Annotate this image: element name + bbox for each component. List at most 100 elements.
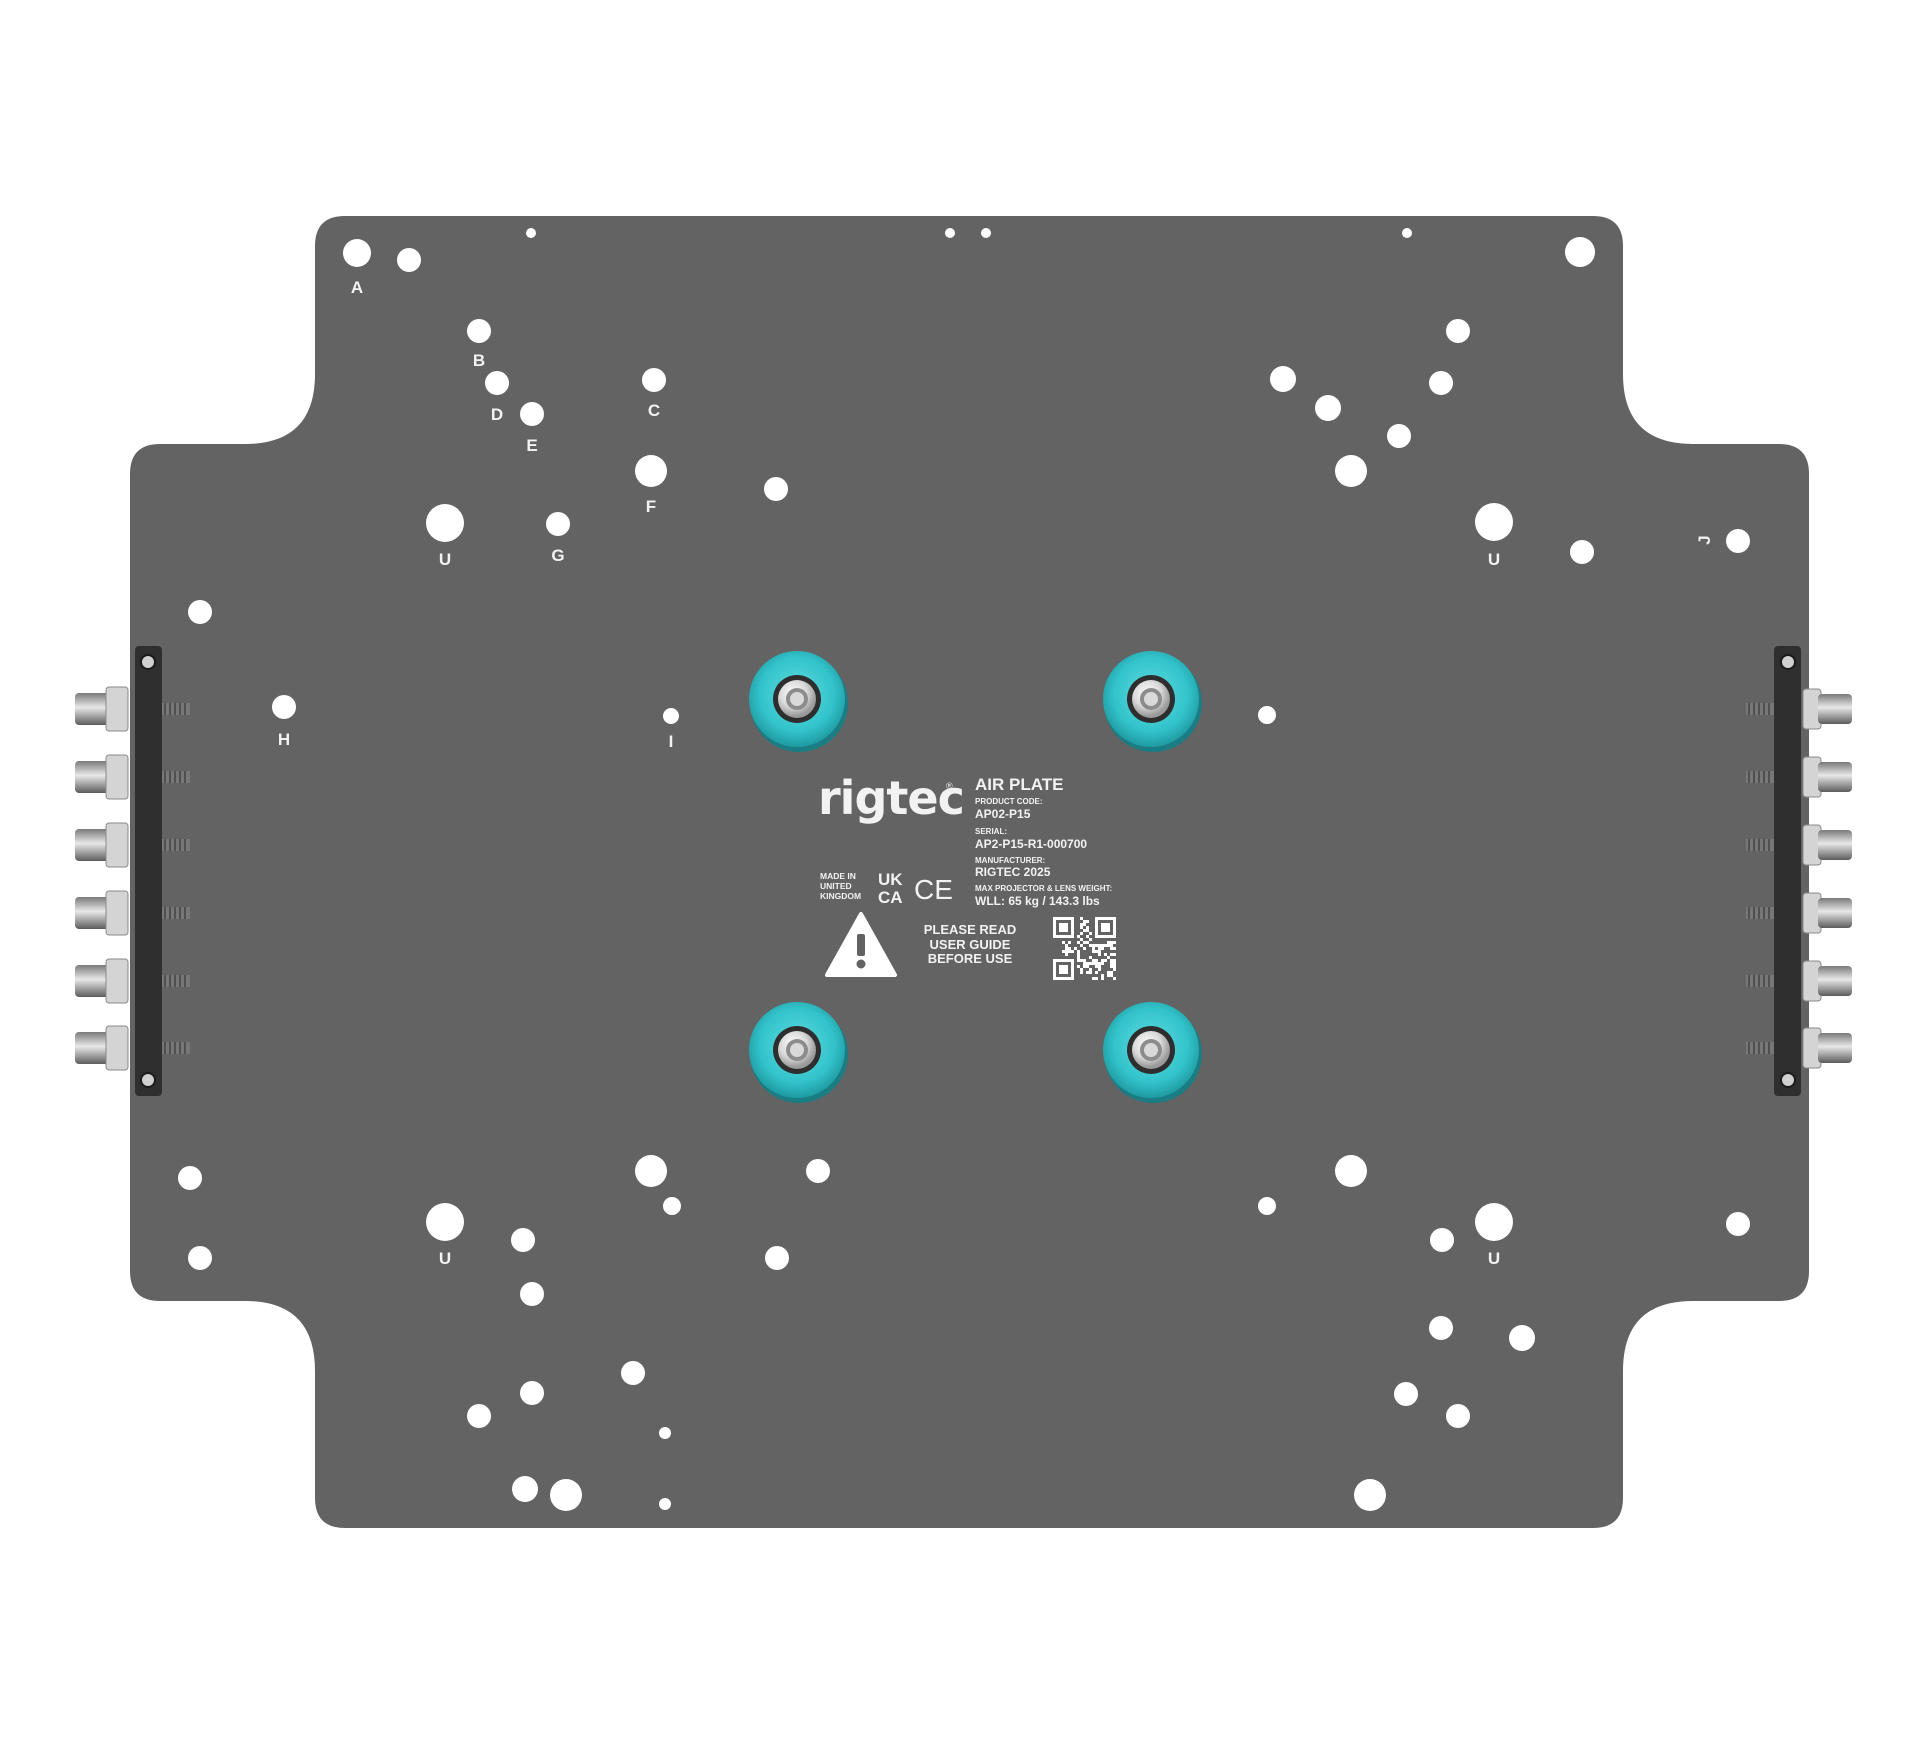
connector-stud bbox=[1746, 960, 1852, 1002]
mounting-hole bbox=[272, 695, 296, 719]
mounting-hole bbox=[526, 228, 536, 238]
connector-stud bbox=[1746, 824, 1852, 866]
mounting-hole bbox=[635, 455, 667, 487]
product-code-label: PRODUCT CODE: bbox=[975, 797, 1043, 806]
connector-stud bbox=[1746, 688, 1852, 730]
mounting-hole bbox=[1429, 1316, 1453, 1340]
mounting-hole bbox=[1475, 503, 1513, 541]
mounting-hole bbox=[663, 708, 679, 724]
connector-stud bbox=[75, 890, 190, 936]
mounting-hole bbox=[343, 239, 371, 267]
mounting-hole bbox=[467, 319, 491, 343]
mounting-hole bbox=[1565, 237, 1595, 267]
manufacturer-label: MANUFACTURER: bbox=[975, 856, 1045, 865]
right-connector-rail bbox=[1774, 646, 1801, 1096]
mounting-hole bbox=[1335, 1155, 1367, 1187]
connector-stud bbox=[1746, 892, 1852, 934]
connector-studs bbox=[75, 686, 1852, 1071]
mounting-hole bbox=[520, 402, 544, 426]
hole-label: J bbox=[1695, 535, 1714, 544]
connector-stud bbox=[75, 958, 190, 1004]
warning-line-3: BEFORE USE bbox=[928, 951, 1013, 966]
qr-code-icon bbox=[1051, 915, 1118, 982]
mounting-hole bbox=[546, 512, 570, 536]
mounting-hole bbox=[1270, 366, 1296, 392]
mounting-hole bbox=[1446, 319, 1470, 343]
connector-stud bbox=[1746, 756, 1852, 798]
mounting-hole bbox=[1394, 1382, 1418, 1406]
connector-stud bbox=[75, 754, 190, 800]
made-in-line-3: KINGDOM bbox=[820, 891, 861, 901]
left-connector-rail bbox=[135, 646, 162, 1096]
hole-label: U bbox=[439, 550, 451, 569]
mounting-hole bbox=[981, 228, 991, 238]
ukca-mark-top: UK bbox=[878, 870, 903, 889]
mounting-hole bbox=[764, 477, 788, 501]
air-puck bbox=[1103, 1002, 1202, 1103]
mounting-hole bbox=[426, 1203, 464, 1241]
mounting-hole bbox=[426, 504, 464, 542]
hole-label: E bbox=[526, 436, 537, 455]
mounting-hole bbox=[511, 1228, 535, 1252]
hole-label: A bbox=[351, 278, 363, 297]
mounting-hole bbox=[659, 1498, 671, 1510]
ce-mark: CE bbox=[914, 874, 953, 905]
connector-stud bbox=[75, 822, 190, 868]
connector-stud bbox=[75, 1025, 190, 1071]
mounting-hole bbox=[188, 1246, 212, 1270]
product-code-value: AP02-P15 bbox=[975, 807, 1031, 821]
connector-stud bbox=[75, 686, 190, 732]
mounting-hole bbox=[1430, 1228, 1454, 1252]
product-label: rigtec ® AIR PLATE PRODUCT CODE: AP02-P1… bbox=[818, 771, 1118, 982]
hole-label: B bbox=[473, 351, 485, 370]
weight-label: MAX PROJECTOR & LENS WEIGHT: bbox=[975, 884, 1112, 893]
mounting-hole bbox=[520, 1282, 544, 1306]
mounting-holes bbox=[178, 228, 1750, 1511]
hole-label: G bbox=[551, 546, 564, 565]
serial-label: SERIAL: bbox=[975, 827, 1007, 836]
hole-label: U bbox=[439, 1249, 451, 1268]
mounting-hole bbox=[1354, 1479, 1386, 1511]
mounting-hole bbox=[659, 1427, 671, 1439]
hole-label: I bbox=[669, 732, 674, 751]
mounting-hole bbox=[1570, 540, 1594, 564]
hole-label: C bbox=[648, 401, 660, 420]
mounting-hole bbox=[621, 1361, 645, 1385]
mounting-hole bbox=[806, 1159, 830, 1183]
warning-line-2: USER GUIDE bbox=[930, 937, 1011, 952]
mounting-hole bbox=[1258, 706, 1276, 724]
brand-logo: rigtec bbox=[818, 771, 964, 825]
weight-value: WLL: 65 kg / 143.3 lbs bbox=[975, 894, 1100, 908]
mounting-hole bbox=[635, 1155, 667, 1187]
rail-screw-icon bbox=[140, 1072, 156, 1088]
mounting-hole bbox=[485, 371, 509, 395]
mounting-hole bbox=[945, 228, 955, 238]
mounting-hole bbox=[397, 248, 421, 272]
mounting-hole bbox=[663, 1197, 681, 1215]
air-puck bbox=[749, 651, 848, 752]
warning-triangle-icon bbox=[825, 912, 897, 977]
mounting-hole bbox=[642, 368, 666, 392]
hole-label: D bbox=[491, 405, 503, 424]
mounting-hole bbox=[550, 1479, 582, 1511]
registered-mark: ® bbox=[946, 781, 953, 791]
product-title: AIR PLATE bbox=[975, 775, 1063, 794]
mounting-hole bbox=[1726, 529, 1750, 553]
plate-body bbox=[130, 216, 1809, 1528]
made-in-line-2: UNITED bbox=[820, 881, 852, 891]
air-puck bbox=[749, 1002, 848, 1103]
rail-screw-icon bbox=[140, 654, 156, 670]
connector-stud bbox=[1746, 1027, 1852, 1069]
mounting-hole bbox=[1429, 371, 1453, 395]
serial-value: AP2-P15-R1-000700 bbox=[975, 837, 1087, 851]
air-pucks bbox=[749, 651, 1202, 1103]
air-puck bbox=[1103, 651, 1202, 752]
made-in-line-1: MADE IN bbox=[820, 871, 856, 881]
mounting-hole bbox=[765, 1246, 789, 1270]
mounting-hole bbox=[1258, 1197, 1276, 1215]
mounting-hole bbox=[178, 1166, 202, 1190]
ukca-mark-bottom: CA bbox=[878, 888, 903, 907]
